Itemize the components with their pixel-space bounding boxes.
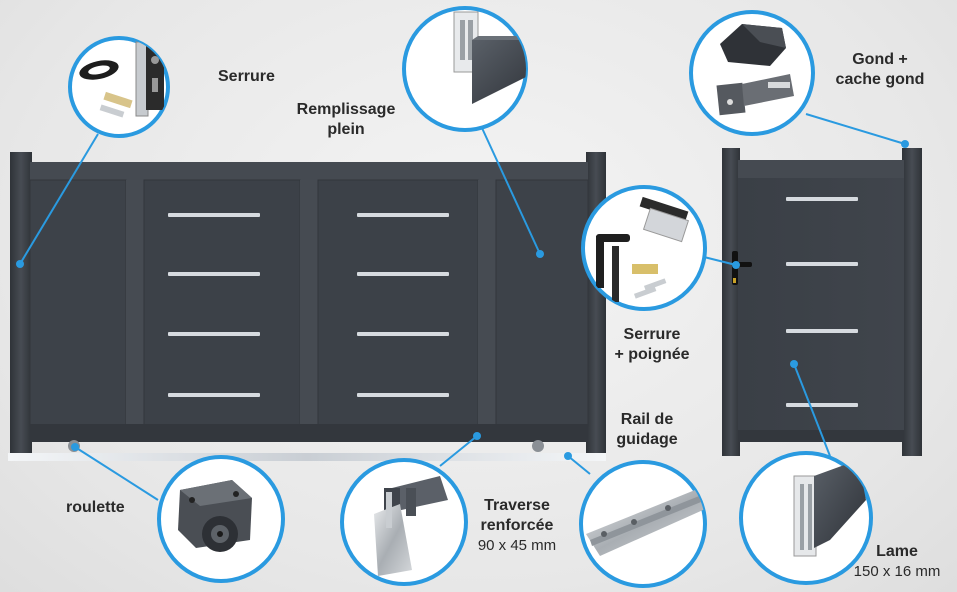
label-remplissage: Remplissage plein [284, 100, 408, 140]
lock-handle-callout [581, 185, 707, 311]
label-serrure: Serrure [218, 68, 275, 85]
label-roulette: roulette [66, 499, 125, 516]
label-serrure-poignee-line2: + poignée [614, 346, 690, 363]
label-rail-line2: guidage [616, 431, 678, 448]
leader-lines [19, 113, 906, 501]
label-remplissage-line2: plein [327, 121, 365, 138]
label-lame: Lame 150 x 16 mm [840, 542, 954, 582]
label-lame-line1: Lame [876, 543, 918, 560]
hinge-cover-icon [716, 24, 794, 116]
pedestrian-gate [722, 148, 922, 456]
portillon-left-post [722, 148, 740, 456]
gate-guide-rail [8, 453, 606, 461]
roller-callout [157, 455, 285, 583]
gate-left-post [10, 152, 32, 456]
slat-profile-icon [793, 460, 866, 557]
rail-callout [579, 460, 707, 588]
label-serrure-poignee: Serrure + poignée [596, 325, 708, 365]
gate-bottom-crossbar [30, 424, 588, 442]
sliding-gate [8, 152, 606, 461]
label-gond-line2: cache gond [835, 71, 925, 88]
gate-inox-inserts [168, 213, 449, 397]
label-serrure-poignee-line1: Serrure [623, 326, 681, 343]
label-gond: Gond + cache gond [818, 50, 942, 90]
label-traverse-dim: 90 x 45 mm [477, 537, 557, 554]
portillon-right-post [902, 148, 922, 456]
roller-wheel-icon [178, 480, 252, 552]
label-traverse-line1: Traverse [484, 497, 550, 514]
crossbar-profile-icon [374, 476, 448, 576]
guide-rail-icon [586, 488, 705, 556]
label-traverse: Traverse renforcée 90 x 45 mm [464, 496, 570, 556]
leader-dots [16, 140, 909, 460]
label-traverse-line2: renforcée [480, 517, 554, 534]
label-lame-dim: 150 x 16 mm [853, 563, 941, 580]
slat-callout [739, 451, 873, 585]
lock-callout [68, 36, 170, 138]
label-rail-line1: Rail de [620, 411, 674, 428]
gate-roller-right [532, 440, 544, 452]
lock-handle-kit-icon [596, 196, 690, 302]
panel-profile-icon [453, 11, 526, 104]
label-rail: Rail de guidage [594, 410, 700, 450]
label-gond-line1: Gond + [852, 51, 908, 68]
label-remplissage-line1: Remplissage [296, 101, 396, 118]
crossbar-callout [340, 458, 468, 586]
hinge-callout [689, 10, 815, 136]
portillon-body [738, 178, 904, 440]
portillon-inox-inserts [786, 197, 858, 407]
gate-top-rail [30, 162, 588, 182]
filling-callout [402, 6, 528, 132]
